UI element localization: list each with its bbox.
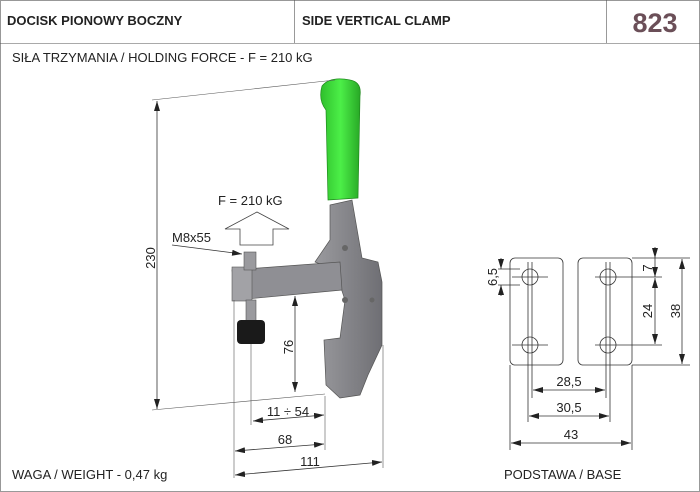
weight-label: WAGA / WEIGHT - 0,47 kg xyxy=(12,467,167,482)
dim-spindle-height: 76 xyxy=(281,340,296,354)
dim-base-height: 38 xyxy=(668,304,683,318)
force-label: F = 210 kG xyxy=(218,193,283,208)
clamp-illustration xyxy=(231,78,383,399)
dim-height: 230 xyxy=(143,247,158,269)
screw-label: M8x55 xyxy=(172,230,211,245)
dim-top-offset: 7 xyxy=(640,264,655,271)
holding-force-label: SIŁA TRZYMANIA / HOLDING FORCE - F = 210… xyxy=(12,50,313,65)
clamp-handle xyxy=(320,78,361,201)
title-english: SIDE VERTICAL CLAMP xyxy=(302,13,451,28)
dim-total: 111 xyxy=(300,454,320,469)
title-polish: DOCISK PIONOWY BOCZNY xyxy=(7,13,183,28)
clamp-dimensions: 230 76 11 ÷ 54 68 111 xyxy=(143,79,384,478)
product-number: 823 xyxy=(632,8,677,38)
dim-hole-dia: 6,5 xyxy=(485,268,500,286)
rubber-pad xyxy=(237,320,265,344)
dim-hole-spacing: 24 xyxy=(640,304,655,318)
spindle-screw xyxy=(243,251,257,271)
dim-inner: 28,5 xyxy=(556,374,581,389)
dim-spindle-range: 11 ÷ 54 xyxy=(267,404,309,419)
dim-outer-holes: 30,5 xyxy=(556,400,581,415)
base-label: PODSTAWA / BASE xyxy=(504,467,622,482)
dim-arm: 68 xyxy=(278,432,292,447)
force-arrow-icon xyxy=(224,211,290,246)
dim-base-width: 43 xyxy=(564,427,578,442)
base-drawing: 6,5 7 24 38 28,5 30,5 43 xyxy=(485,247,690,450)
